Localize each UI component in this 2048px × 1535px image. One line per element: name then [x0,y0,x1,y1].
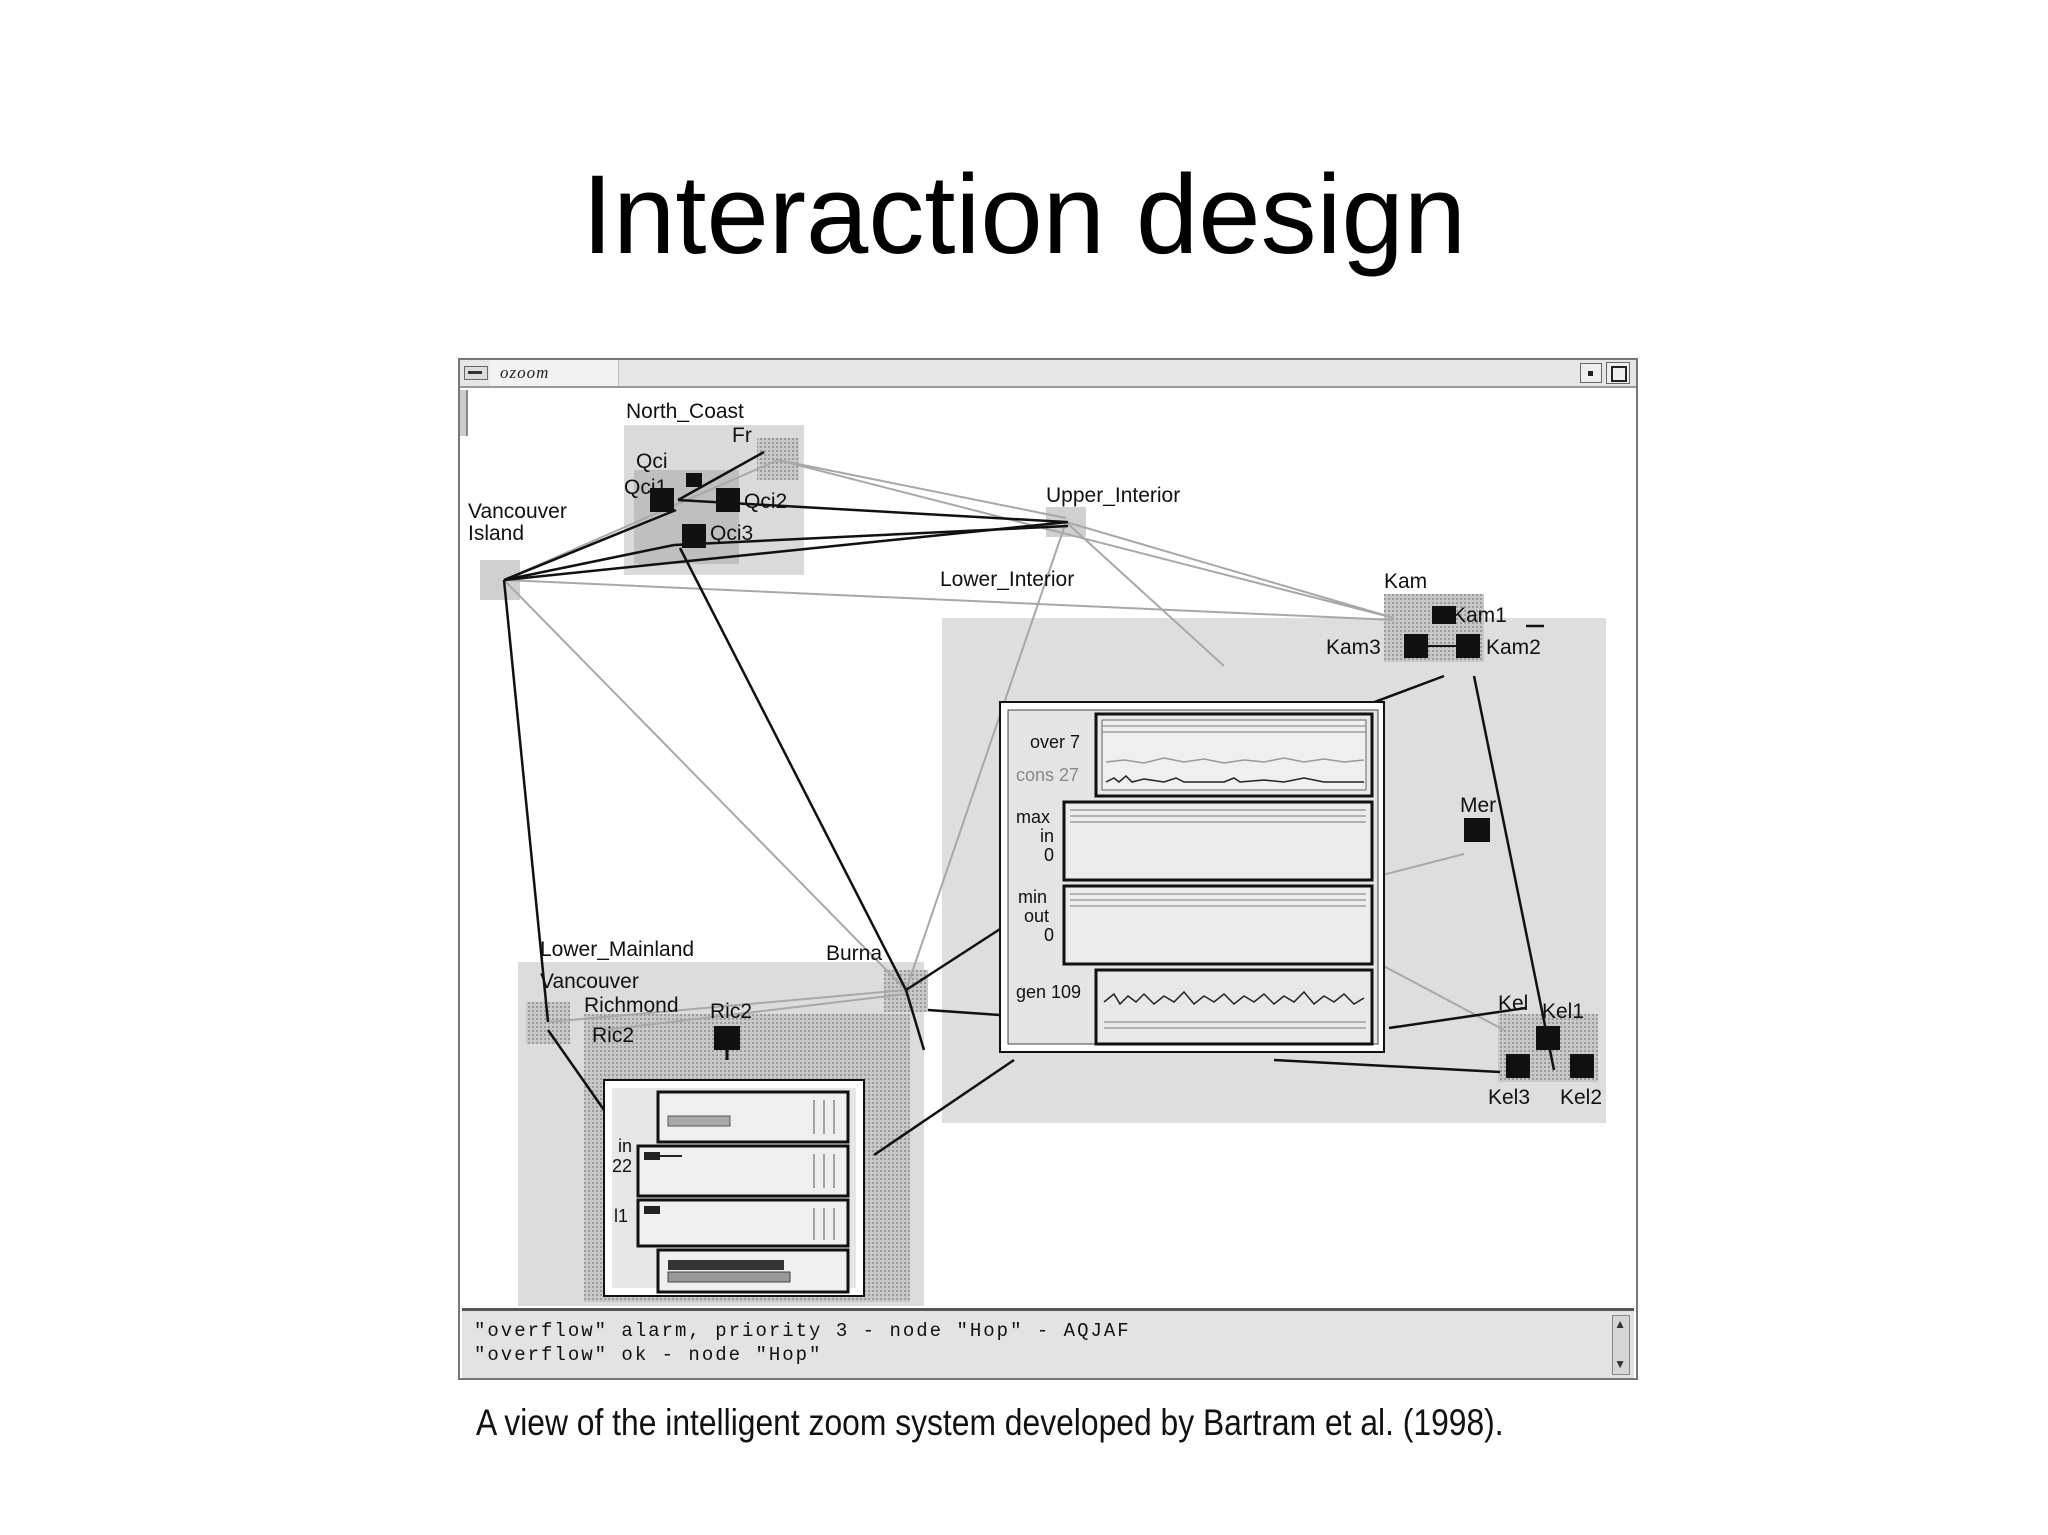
kel3-node[interactable] [1506,1054,1530,1078]
vancouver-island-label-1: Vancouver [468,500,567,523]
kel-label: Kel [1498,992,1528,1015]
kel3-label: Kel3 [1488,1086,1530,1109]
max-label: max [1016,807,1050,827]
status-line: "overflow" ok - node "Hop" [474,1344,823,1366]
upper-interior-label: Upper_Interior [1046,484,1180,507]
kam2-label: Kam2 [1486,636,1541,659]
richmond-label: Richmond [584,994,679,1017]
lower-mainland-label: Lower_Mainland [540,938,694,961]
kam3-label: Kam3 [1326,636,1381,659]
cons-label: cons 27 [1016,765,1079,785]
ric2-node[interactable] [714,1026,740,1050]
kel2-node[interactable] [1570,1054,1594,1078]
kel1-label: Kel1 [1542,1000,1584,1023]
window-menu-icon[interactable] [464,366,488,380]
window-titlebar[interactable]: ozoom [460,360,1636,388]
qci2-node[interactable] [716,488,740,512]
qci2-label: Qci2 [744,490,787,513]
window-title: ozoom [500,363,550,382]
qci-label: Qci [636,450,668,473]
vancouver-island-label-2: Island [468,522,524,545]
north-coast-label: North_Coast [626,400,744,423]
detail-panel[interactable] [999,701,1385,1053]
fr-label: Fr [732,424,752,447]
slide-title: Interaction design [581,152,1467,277]
kel2-label: Kel2 [1560,1086,1602,1109]
status-scrollbar[interactable] [1612,1315,1630,1375]
burna-label: Burna [826,942,882,965]
status-log[interactable]: "overflow" alarm, priority 3 - node "Hop… [462,1308,1634,1378]
network-canvas[interactable]: North_Coast Fr Qci Qci1 Qci2 Qci3 Vancou… [464,390,1634,1325]
ric-l1-label: l1 [614,1206,628,1226]
max-in-label: in [1040,826,1054,846]
min-out-label: out [1024,906,1049,926]
kam1-node[interactable] [1432,606,1456,624]
fr-node[interactable] [757,438,799,480]
min-label: min [1018,887,1047,907]
ric2-region-label: Ric2 [592,1024,634,1047]
kam1-label: Kam1 [1452,604,1507,627]
ric-in-value-label: 22 [612,1156,632,1176]
status-line: "overflow" alarm, priority 3 - node "Hop… [474,1320,1131,1342]
mer-node[interactable] [1464,818,1490,842]
ric2-panel[interactable] [603,1079,865,1297]
over-label: over 7 [1030,732,1080,752]
qci1-small-node[interactable] [686,473,702,487]
qci3-node[interactable] [682,524,706,548]
gen-label: gen 109 [1016,982,1081,1002]
maximize-icon[interactable] [1606,362,1630,384]
kel1-node[interactable] [1536,1026,1560,1050]
qci1-label: Qci1 [624,476,667,499]
qci1-node[interactable] [650,488,674,512]
left-scroll-handle[interactable] [460,390,468,436]
scroll-down-icon[interactable]: ▼ [1614,1357,1626,1371]
ozoom-window: ozoom [458,358,1638,1380]
scroll-up-icon[interactable]: ▲ [1614,1317,1626,1331]
min-value-label: 0 [1044,925,1054,945]
kam2-node[interactable] [1456,634,1480,658]
kam-label: Kam [1384,570,1427,593]
vancouver-node[interactable] [526,1002,570,1044]
ric2-node-label: Ric2 [710,1000,752,1023]
vancouver-label: Vancouver [540,970,639,993]
kam3-node[interactable] [1404,634,1428,658]
ric-in-label: in [618,1136,632,1156]
qci3-label: Qci3 [710,522,753,545]
mer-label: Mer [1460,794,1496,817]
minimize-icon[interactable] [1580,363,1602,383]
max-value-label: 0 [1044,845,1054,865]
lower-interior-label: Lower_Interior [940,568,1074,591]
figure-caption: A view of the intelligent zoom system de… [476,1402,1504,1443]
